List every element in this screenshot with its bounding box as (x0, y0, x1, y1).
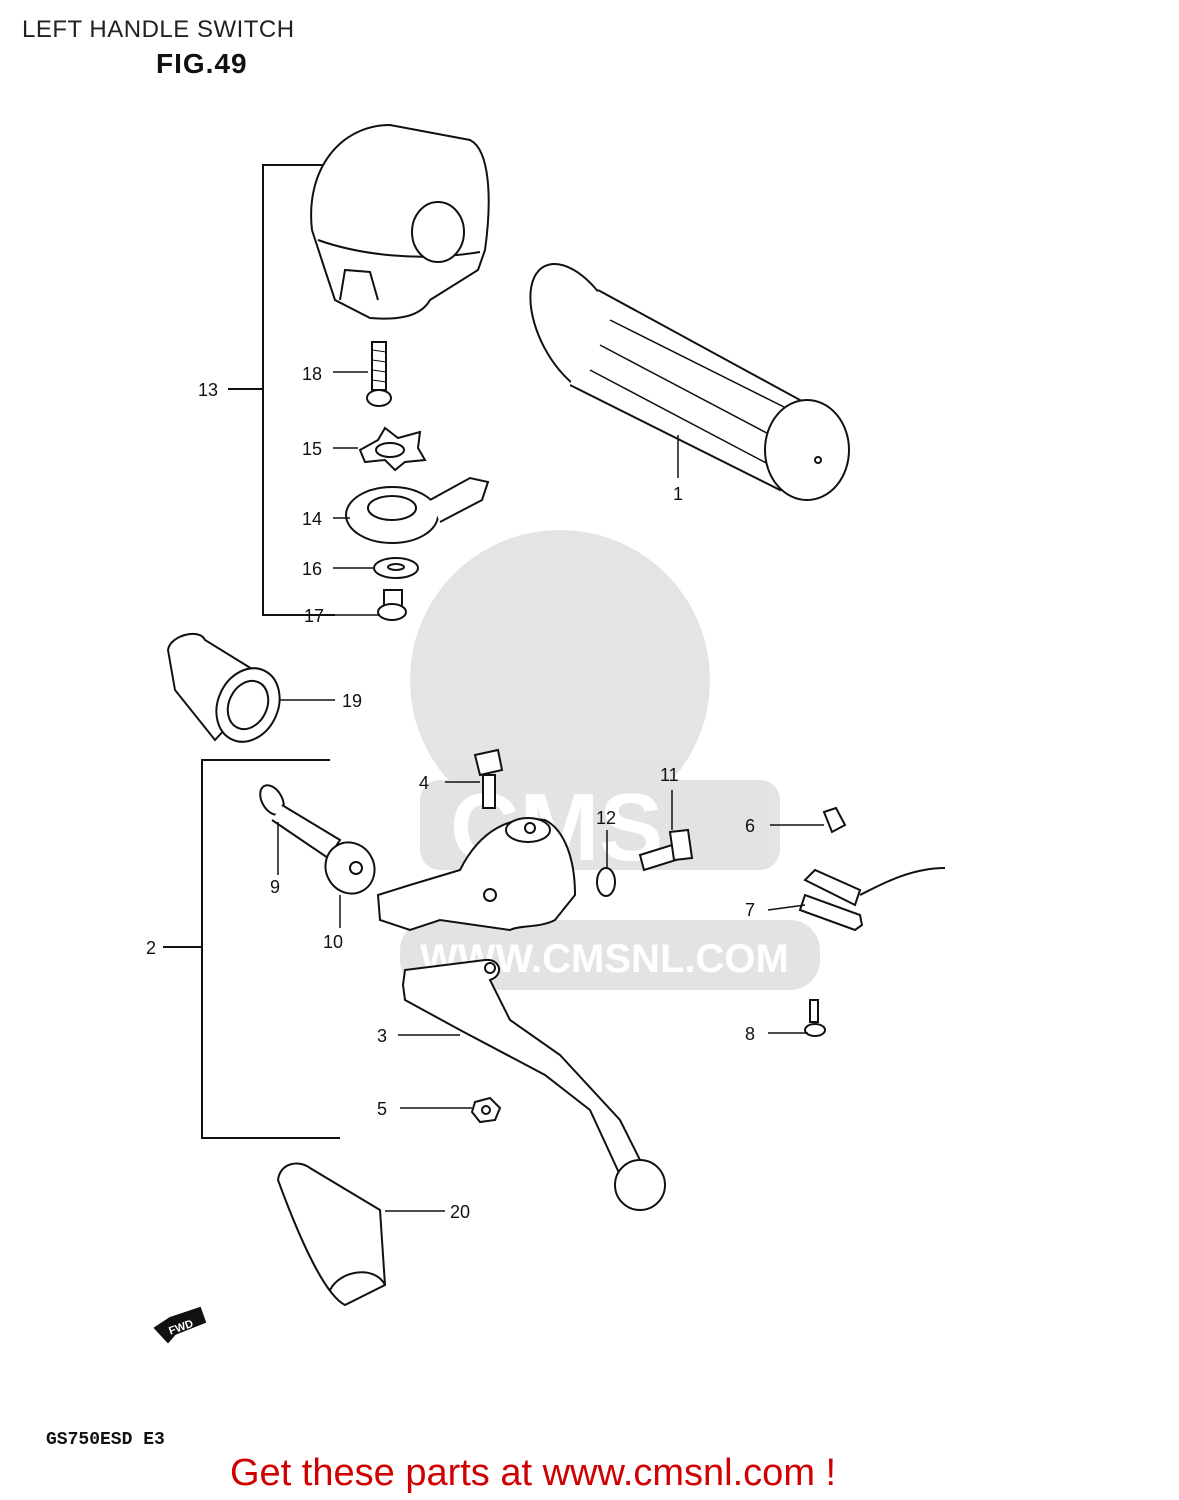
nut-5 (470, 1096, 502, 1124)
handlebar-grip (529, 262, 850, 501)
bolt-4 (473, 748, 504, 809)
lever-holder (376, 817, 577, 932)
bracket-2 (201, 759, 340, 1139)
screw-18 (366, 341, 392, 407)
callout-14: 14 (302, 509, 322, 529)
adjuster-bolt-9 (259, 784, 342, 860)
callout-20: 20 (450, 1202, 470, 1222)
callout-6: 6 (745, 816, 755, 836)
bolt-11 (638, 828, 694, 872)
callout-11: 11 (660, 765, 679, 785)
screw-17 (377, 589, 407, 621)
lock-washer-15 (358, 426, 427, 472)
callout-1: 1 (673, 484, 683, 504)
fwd-arrow-icon (153, 1306, 207, 1344)
locknut-10 (324, 841, 376, 895)
washer-12 (596, 867, 616, 897)
callout-19: 19 (342, 691, 362, 711)
callout-15: 15 (302, 439, 322, 459)
switch-housing (310, 123, 490, 320)
callout-8: 8 (745, 1024, 755, 1044)
clutch-lever-3 (401, 958, 666, 1211)
footer-link[interactable]: Get these parts at www.cmsnl.com ! (230, 1452, 837, 1494)
callout-3: 3 (377, 1026, 387, 1046)
callout-18: 18 (302, 364, 322, 384)
callout-10: 10 (323, 932, 343, 952)
callout-7: 7 (745, 900, 755, 920)
page-title: LEFT HANDLE SWITCH (22, 16, 295, 43)
callout-5: 5 (377, 1099, 387, 1119)
callout-13: 13 (198, 380, 218, 400)
callout-labels: 1 2 3 4 5 6 7 8 9 10 11 12 13 14 15 16 1… (146, 364, 755, 1222)
choke-lever-14 (345, 476, 490, 544)
washer-16 (373, 557, 419, 579)
callout-4: 4 (419, 773, 429, 793)
screw-8 (804, 999, 826, 1037)
screw-6 (822, 806, 847, 834)
callout-12: 12 (596, 808, 616, 828)
lever-boot-19 (166, 632, 281, 743)
lever-boot-20 (276, 1162, 387, 1307)
clutch-switch-7 (798, 867, 946, 932)
callout-16: 16 (302, 559, 322, 579)
callout-17: 17 (304, 606, 324, 626)
model-code: GS750ESD E3 (46, 1430, 165, 1450)
callout-9: 9 (270, 877, 280, 897)
figure-label: FIG.49 (156, 48, 248, 79)
callout-2: 2 (146, 938, 156, 958)
